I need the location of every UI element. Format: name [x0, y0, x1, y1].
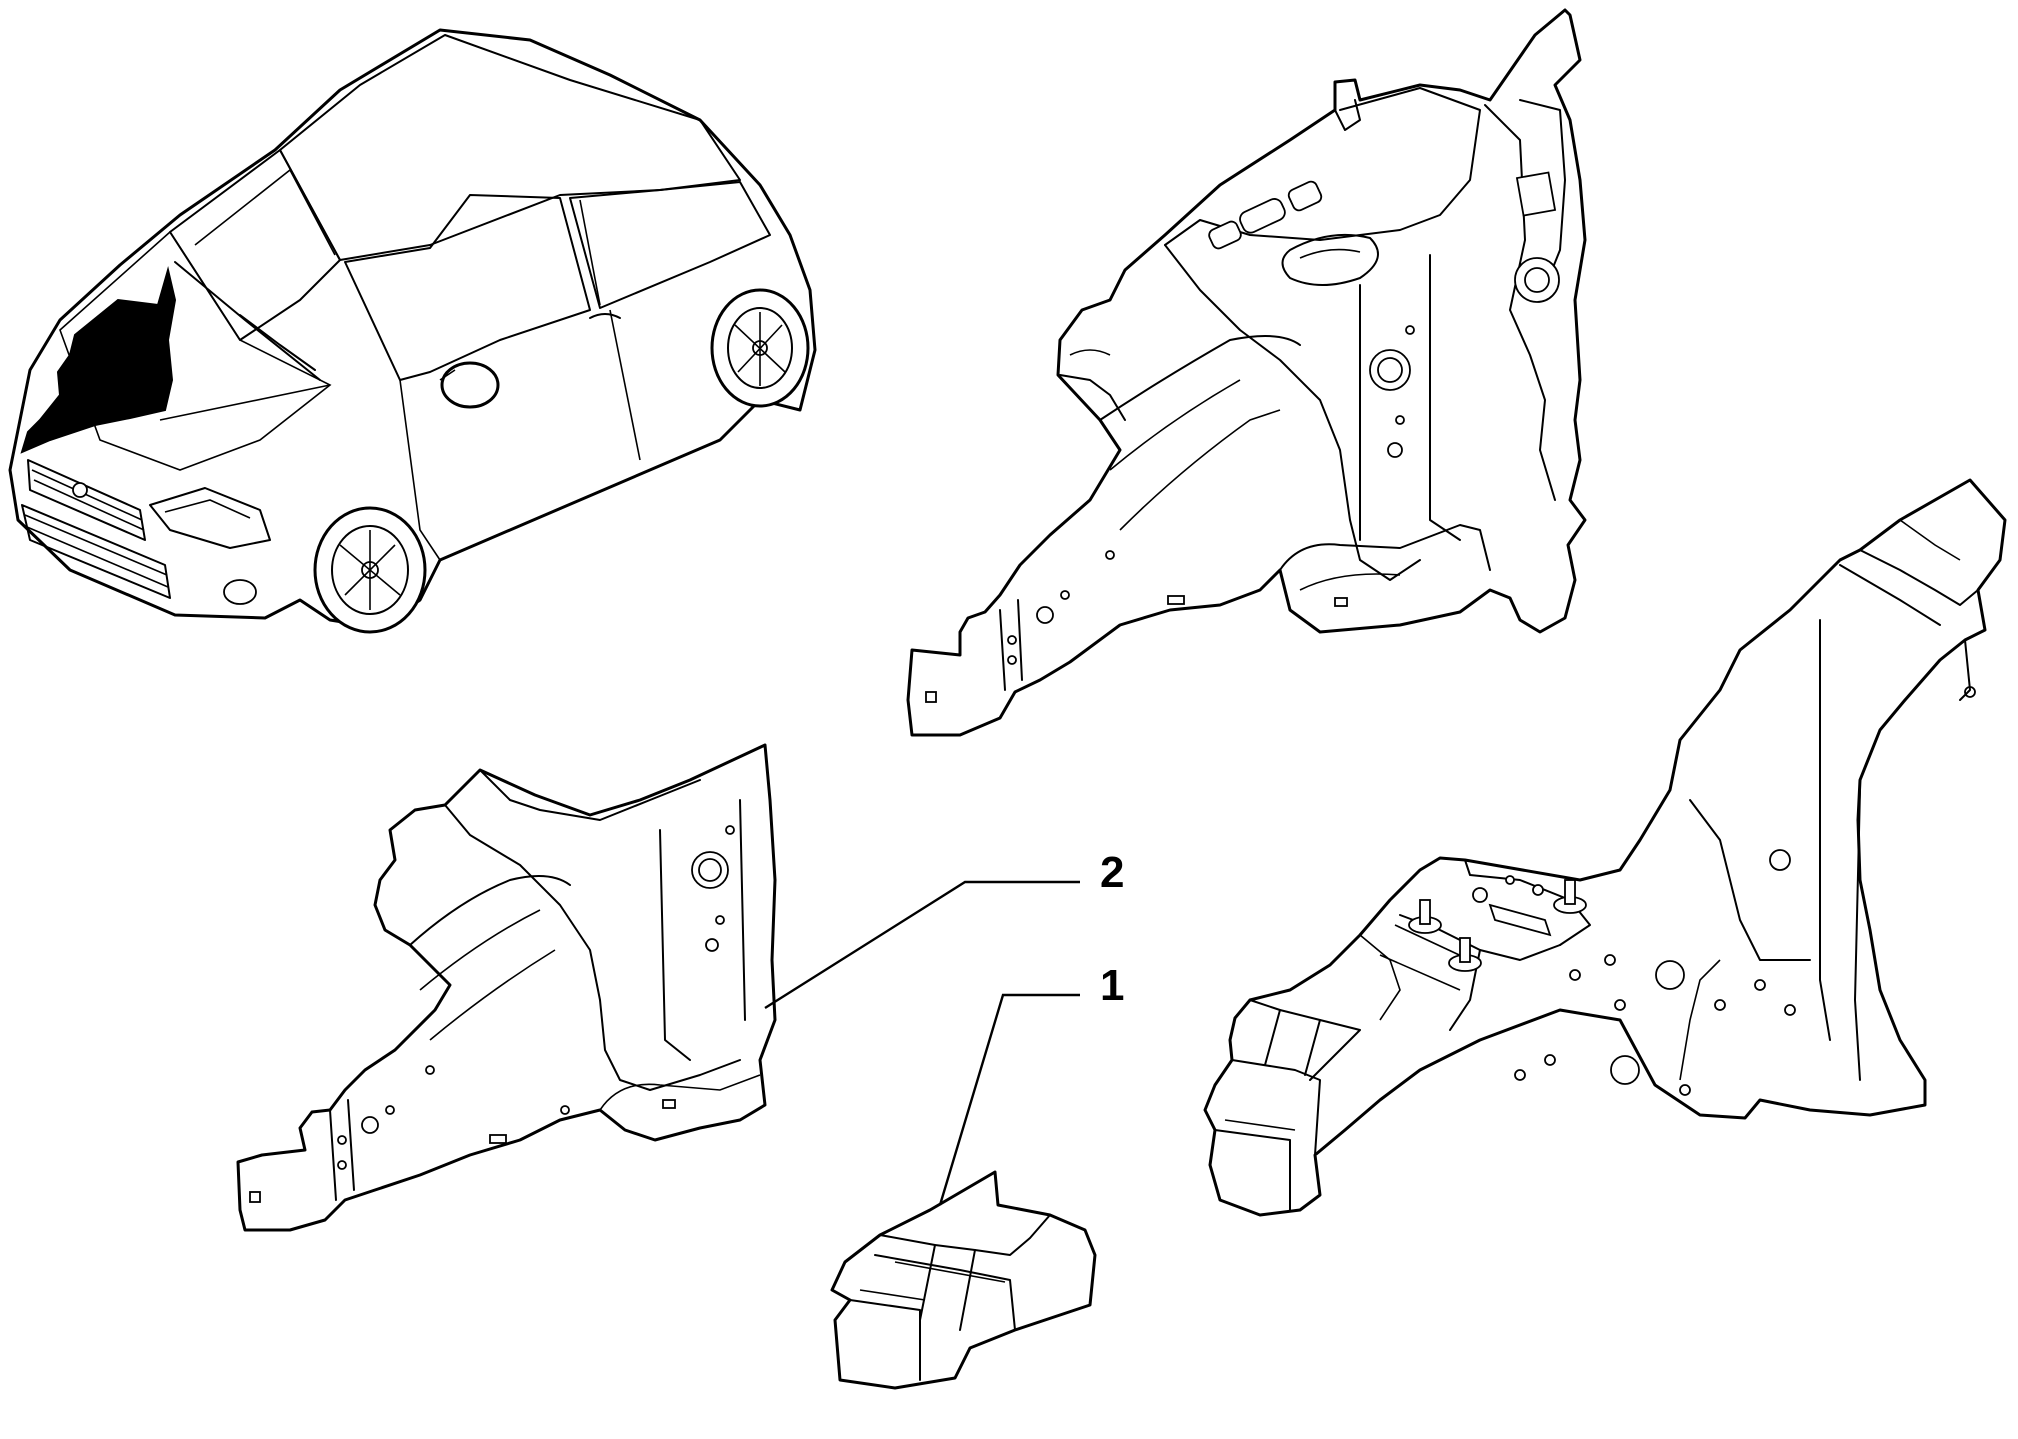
stud-bolt: [1553, 879, 1587, 914]
front-rail-assembly: [1203, 478, 2007, 1217]
part-2-wheelhouse: [236, 743, 777, 1232]
callout-1-label: 1: [1100, 961, 1124, 1010]
highlighted-part-location: [20, 266, 177, 454]
car-overview: [8, 28, 817, 634]
stud-bolt: [1448, 937, 1482, 972]
callout-1: 1: [938, 961, 1124, 1206]
wheelhouse-assembly-upper: [906, 8, 1587, 737]
callout-2: 2: [764, 848, 1124, 1010]
callout-2-label: 2: [1100, 848, 1124, 897]
stud-bolt: [1408, 899, 1442, 934]
part-1-rail-section: [830, 1170, 1097, 1390]
callout-1-leader: [938, 993, 1080, 1206]
callout-2-leader: [764, 880, 1080, 1010]
